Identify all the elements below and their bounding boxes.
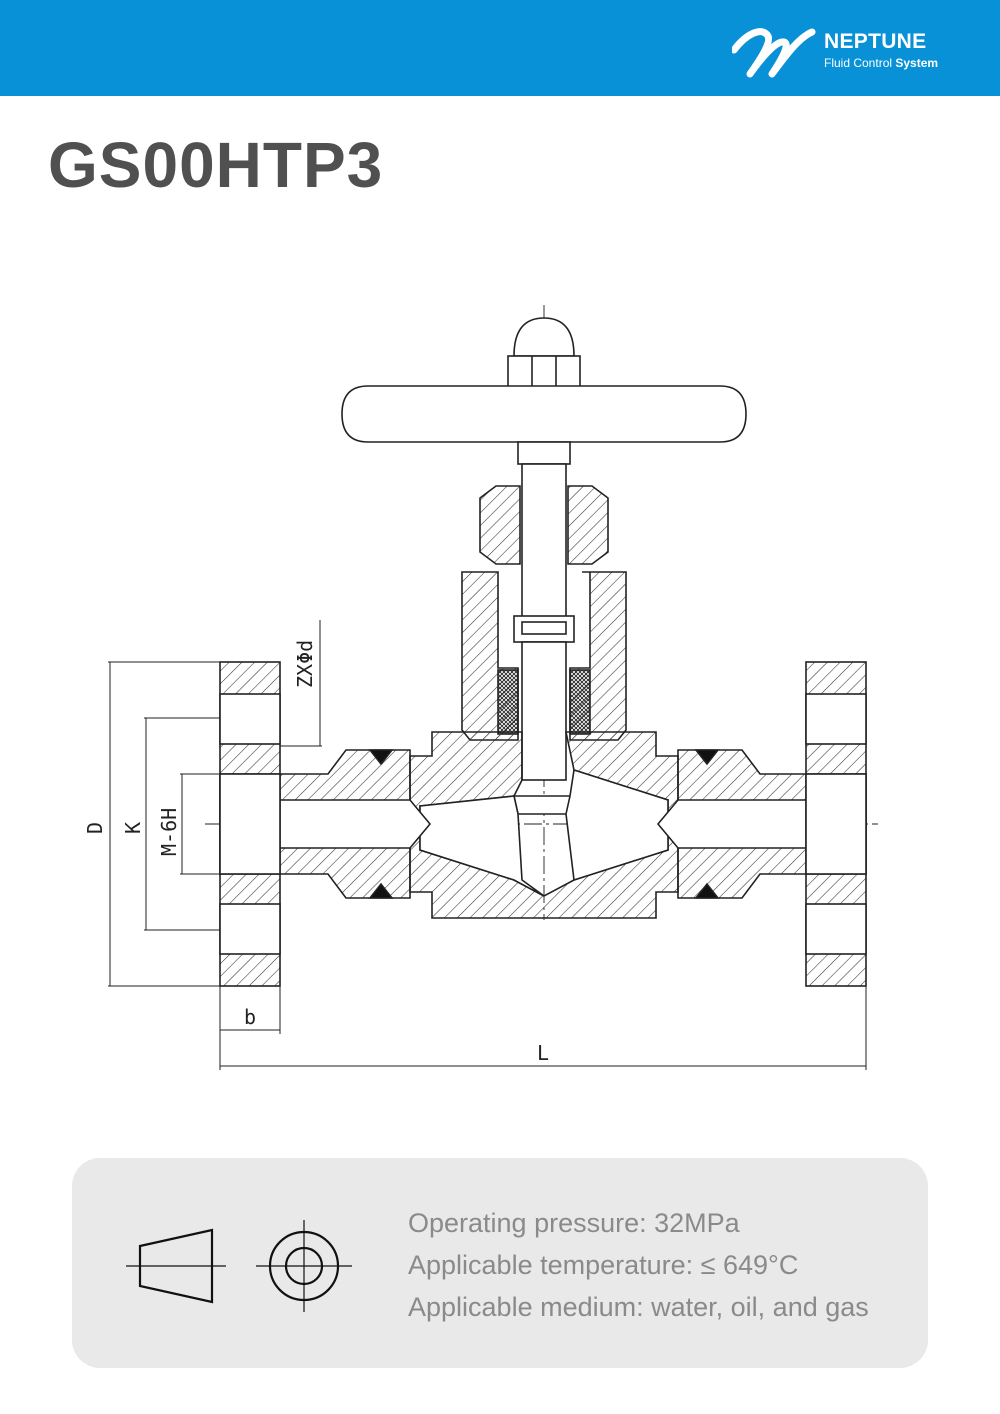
valve-technical-drawing: ZXΦd D K M-6H b L — [83, 305, 878, 1070]
dimension-label-L: L — [537, 1041, 549, 1065]
dimension-label-b: b — [244, 1005, 256, 1029]
packing-left — [497, 669, 519, 735]
cap-nut — [513, 317, 575, 357]
spec-pressure: Operating pressure: 32MPa — [408, 1208, 740, 1238]
neptune-logo[interactable]: NEPTUNE Fluid Control System — [732, 24, 962, 80]
gland-nut-left — [479, 485, 521, 565]
weld-top-right — [694, 749, 720, 766]
dimension-label-m6h: M-6H — [157, 808, 181, 856]
valve-stem — [521, 463, 567, 623]
neptune-wave-icon — [732, 28, 816, 78]
spec-panel: Operating pressure: 32MPa Applicable tem… — [72, 1158, 928, 1368]
spec-list: Operating pressure: 32MPa Applicable tem… — [408, 1202, 869, 1328]
concentric-circle-icon — [256, 1220, 352, 1312]
dimension-label-D: D — [83, 822, 107, 834]
dimension-lines — [108, 620, 867, 1070]
gland-nut-right — [567, 485, 609, 565]
weld-bottom-left — [368, 882, 394, 899]
brand-tagline: Fluid Control System — [824, 56, 939, 70]
page-title: GS00HTP3 — [48, 129, 384, 201]
dimension-label-zxd: ZXΦd — [293, 640, 317, 688]
header-bar: NEPTUNE Fluid Control System — [0, 0, 1000, 96]
valve-disc — [513, 795, 575, 815]
packing-right — [569, 669, 591, 735]
spec-symbols — [126, 1220, 352, 1312]
dimension-label-K: K — [121, 822, 145, 834]
spec-medium: Applicable medium: water, oil, and gas — [408, 1292, 869, 1322]
brand-name: NEPTUNE — [824, 30, 927, 53]
weld-top-left — [368, 749, 394, 766]
hex-nut — [507, 355, 581, 389]
weld-bottom-right — [694, 882, 720, 899]
handle-bar — [341, 385, 747, 443]
projection-symbol-icon — [126, 1228, 226, 1304]
spec-temperature: Applicable temperature: ≤ 649°C — [408, 1250, 799, 1280]
